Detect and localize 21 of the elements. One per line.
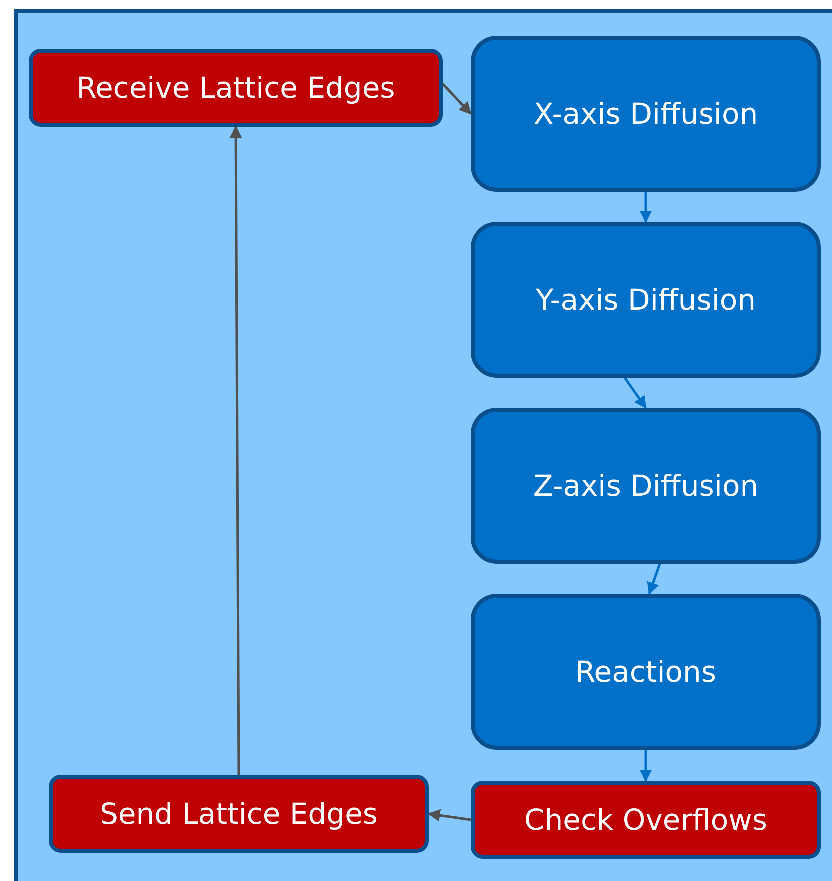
process-box: [49, 775, 429, 853]
box-label: X-axis Diffusion: [534, 97, 758, 131]
box-label: Send Lattice Edges: [100, 797, 378, 831]
arrow: [230, 126, 242, 775]
process-box: [29, 49, 443, 127]
process-box: [471, 36, 821, 192]
process-box: [471, 594, 821, 750]
arrow: [640, 192, 652, 224]
process-box: [471, 408, 821, 564]
arrow: [442, 83, 472, 115]
arrow: [428, 809, 472, 822]
process-box: [471, 222, 821, 378]
box-label: Reactions: [575, 655, 717, 689]
box-label: Receive Lattice Edges: [76, 71, 396, 105]
arrow: [624, 377, 648, 410]
box-label: Check Overflows: [524, 803, 768, 837]
arrow: [647, 564, 662, 596]
box-label: Z-axis Diffusion: [533, 469, 759, 503]
arrow: [640, 750, 652, 782]
process-box: [471, 781, 821, 859]
box-label: Y-axis Diffusion: [536, 283, 756, 317]
